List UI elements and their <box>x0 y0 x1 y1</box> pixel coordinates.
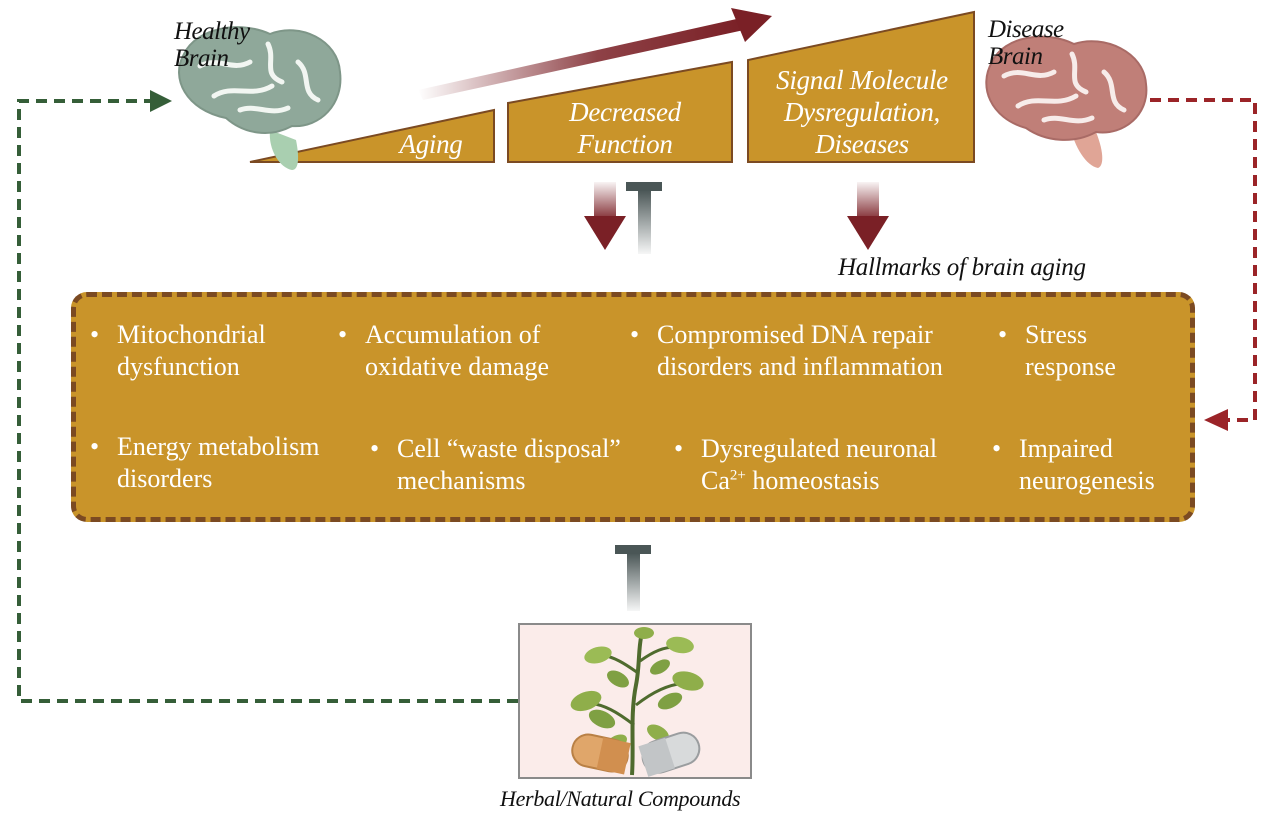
stage-aging-line1: Aging <box>399 129 463 159</box>
hallmark-item: Cell “waste disposal” mechanisms <box>366 433 621 497</box>
hallmark-line: Stress <box>1025 320 1088 349</box>
plant-capsule-icon <box>570 627 704 777</box>
hallmark-line: Dysregulated neuronal <box>701 434 938 463</box>
hallmark-line: Ca2+ homeostasis <box>701 465 937 497</box>
healthy-brain-label: Healthy Brain <box>174 18 250 72</box>
herbal-compounds-box <box>518 623 752 779</box>
hallmark-line: Accumulation of <box>365 320 541 349</box>
hallmark-line: neurogenesis <box>1019 466 1155 495</box>
stage-signal-line1: Signal Molecule <box>776 65 948 95</box>
progression-arrow <box>418 8 772 100</box>
healthy-brain-label-line1: Healthy <box>174 18 250 45</box>
disease-brain-label-line2: Brain <box>988 43 1043 70</box>
calcium-symbol: Ca <box>701 466 730 495</box>
hallmarks-box: Mitochondrial dysfunction Accumulation o… <box>71 292 1195 522</box>
inhibition-bar-upper <box>626 182 662 254</box>
homeostasis-text: homeostasis <box>745 466 880 495</box>
hallmark-item: Compromised DNA repair disorders and inf… <box>626 319 943 383</box>
hallmark-item: Energy metabolism disorders <box>86 431 319 495</box>
hallmark-line: mechanisms <box>397 466 526 495</box>
stage-signal-line2: Dysregulation, <box>783 97 941 127</box>
stage-decreased-line2: Function <box>577 129 673 159</box>
hallmark-line: Cell “waste disposal” <box>397 434 621 463</box>
hallmark-line: disorders and inflammation <box>657 352 943 381</box>
hallmarks-title: Hallmarks of brain aging <box>838 254 1086 281</box>
hallmark-line: disorders <box>117 464 213 493</box>
hallmark-item: Impaired neurogenesis <box>988 433 1155 497</box>
hallmark-item: Accumulation of oxidative damage <box>334 319 549 383</box>
hallmark-line: Mitochondrial <box>117 320 266 349</box>
stage-wedge-decreased-function <box>507 60 733 163</box>
hallmark-item: Dysregulated neuronal Ca2+ homeostasis <box>670 433 937 497</box>
stage-label-decreased-function: Decreased Function <box>520 96 730 160</box>
hallmark-item: Mitochondrial dysfunction <box>86 319 266 383</box>
down-arrow-right <box>847 182 889 250</box>
hallmark-line: Energy metabolism <box>117 432 320 461</box>
stage-label-signal-molecule: Signal Molecule Dysregulation, Diseases <box>752 64 972 160</box>
hallmark-line: Compromised DNA repair <box>657 320 933 349</box>
hallmark-line: response <box>1025 352 1116 381</box>
hallmark-line: Impaired <box>1019 434 1113 463</box>
healthy-brain-icon <box>178 26 342 170</box>
inhibition-bar-lower <box>615 545 651 611</box>
hallmark-item: Stress response <box>994 319 1116 383</box>
disease-brain-label-line1: Disease <box>988 16 1064 43</box>
green-dashed-feedback-arrow <box>17 90 518 703</box>
calcium-charge: 2+ <box>729 467 746 484</box>
stage-signal-line3: Diseases <box>815 129 909 159</box>
stage-wedge-aging <box>249 108 495 163</box>
stage-decreased-line1: Decreased <box>569 97 681 127</box>
hallmark-line: oxidative damage <box>365 352 550 381</box>
herbal-compounds-label: Herbal/Natural Compounds <box>500 786 741 811</box>
stage-label-aging: Aging <box>376 128 486 160</box>
hallmark-line: dysfunction <box>117 352 240 381</box>
stage-wedge-signal-molecule <box>747 10 975 163</box>
disease-brain-label: Disease Brain <box>988 16 1064 70</box>
healthy-brain-label-line2: Brain <box>174 45 229 72</box>
disease-brain-icon <box>985 35 1148 168</box>
red-dashed-arrow <box>1150 98 1257 431</box>
down-arrow-left <box>584 182 626 250</box>
